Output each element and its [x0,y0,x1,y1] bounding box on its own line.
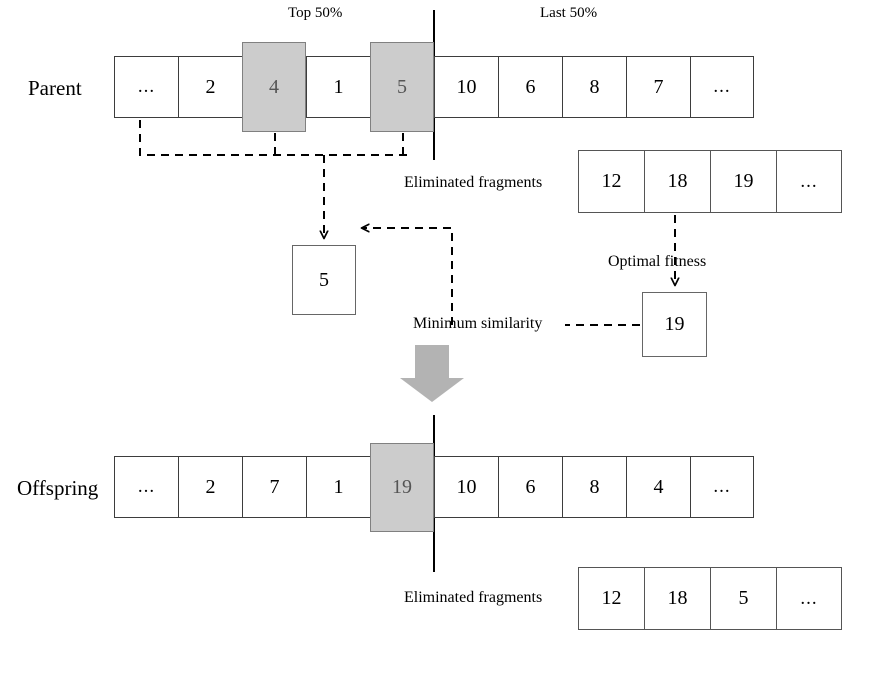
parent-row-label: Parent [28,76,82,100]
eliminated-bottom-cell-0[interactable]: 12 [578,567,644,630]
offspring-cell-9[interactable]: ... [690,456,754,518]
offspring-cell-0[interactable]: ... [114,456,178,518]
offspring-sequence: ...2711910684... [114,456,754,518]
parent-cell-7[interactable]: 8 [562,56,626,118]
parent-to-offspring-arrow [400,345,464,402]
offspring-cell-7[interactable]: 8 [562,456,626,518]
selected-eliminated-fragment-box[interactable]: 19 [642,292,707,357]
eliminated-fragments-top-label: Eliminated fragments [404,174,543,191]
parent-to-selection-connector [139,120,407,238]
offspring-highlight-cell-19[interactable]: 19 [370,443,434,532]
offspring-row-label: Offspring [17,476,99,500]
top-half-label: Top 50% [288,5,343,21]
minimum-similarity-label: Minimum similarity [413,315,543,332]
selected-parent-fragment-box[interactable]: 5 [292,245,356,315]
optimal-fitness-label: Optimal fitness [608,253,707,270]
offspring-cell-8[interactable]: 4 [626,456,690,518]
last-half-label: Last 50% [540,5,598,21]
parent-cell-6[interactable]: 6 [498,56,562,118]
eliminated-top-cell-2[interactable]: 19 [710,150,776,213]
eliminated-top-cell-1[interactable]: 18 [644,150,710,213]
eliminated-fragments-bottom-label: Eliminated fragments [404,589,543,606]
eliminated-top-cell-3[interactable]: ... [776,150,842,213]
offspring-cell-1[interactable]: 2 [178,456,242,518]
parent-cell-5[interactable]: 10 [434,56,498,118]
eliminated-bottom-cell-3[interactable]: ... [776,567,842,630]
parent-cell-8[interactable]: 7 [626,56,690,118]
offspring-cell-2[interactable]: 7 [242,456,306,518]
parent-cell-3[interactable]: 1 [306,56,370,118]
offspring-cell-3[interactable]: 1 [306,456,370,518]
parent-highlight-cell-5[interactable]: 5 [370,42,434,132]
eliminated-bottom-cell-1[interactable]: 18 [644,567,710,630]
offspring-cell-5[interactable]: 10 [434,456,498,518]
parent-cell-1[interactable]: 2 [178,56,242,118]
offspring-cell-6[interactable]: 6 [498,456,562,518]
parent-sequence: ...241510687... [114,56,754,118]
parent-cell-9[interactable]: ... [690,56,754,118]
minimum-similarity-connector [362,228,640,326]
parent-highlight-cell-4[interactable]: 4 [242,42,306,132]
eliminated-bottom-cell-2[interactable]: 5 [710,567,776,630]
eliminated-top-cell-0[interactable]: 12 [578,150,644,213]
parent-cell-0[interactable]: ... [114,56,178,118]
